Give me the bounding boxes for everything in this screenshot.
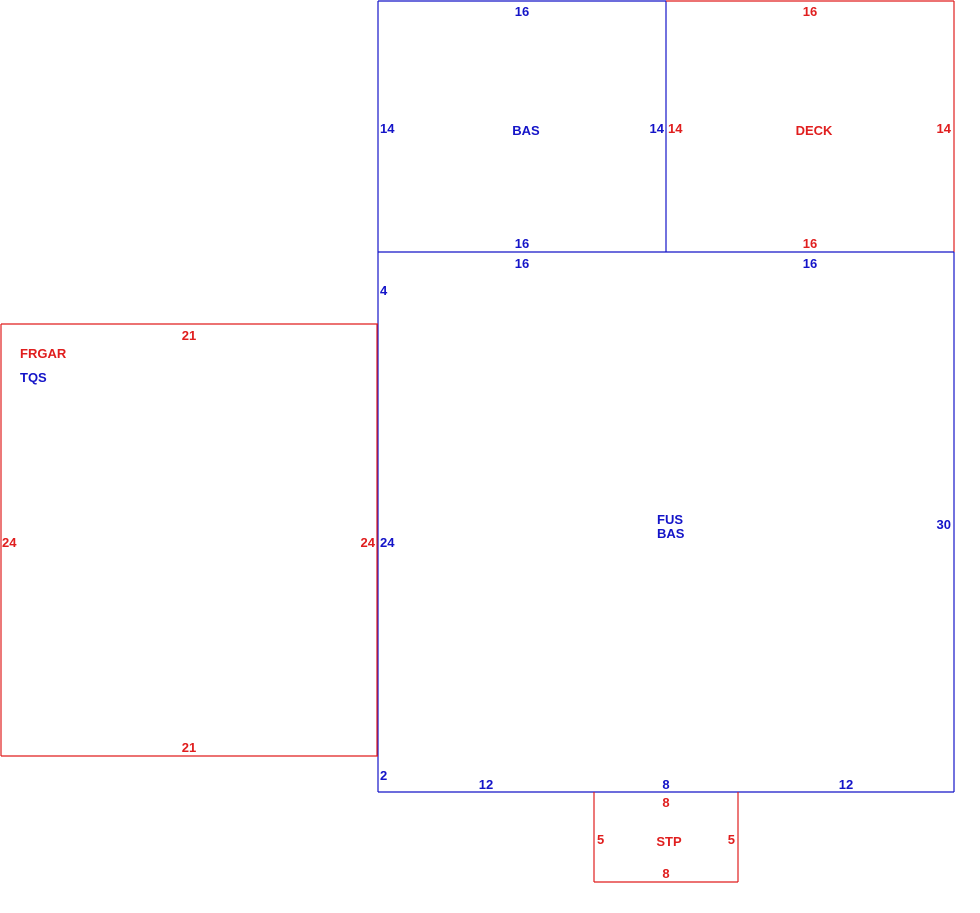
frgar-left-dim: 24	[2, 535, 17, 550]
frgar-area-sublabel: TQS	[20, 370, 47, 385]
frgar-right-dim: 24	[361, 535, 376, 550]
bas-upper-bottom-dim: 16	[515, 236, 529, 251]
fus-bas-bottom-left-dim: 12	[479, 777, 493, 792]
bas-upper-left-dim: 14	[380, 121, 395, 136]
frgar-top-dim: 21	[182, 328, 196, 343]
fus-bas-top-right-dim: 16	[803, 256, 817, 271]
sketch-segments	[0, 0, 955, 883]
frgar-bottom-dim: 21	[182, 740, 196, 755]
frgar-area-label: FRGAR	[20, 346, 67, 361]
deck-top-dim: 16	[803, 4, 817, 19]
deck-bottom-dim: 16	[803, 236, 817, 251]
frgar-labels: 21 24 24 21 FRGAR TQS	[2, 328, 376, 755]
stp-area-label: STP	[656, 834, 682, 849]
fus-bas-left-upper-dim: 4	[380, 283, 388, 298]
stp-labels: 8 5 5 8 STP	[597, 795, 735, 881]
bas-upper-labels: 16 14 14 16 BAS	[380, 4, 665, 251]
fus-bas-left-lower-dim: 2	[380, 768, 387, 783]
bas-upper-top-dim: 16	[515, 4, 529, 19]
fus-bas-bottom-right-dim: 12	[839, 777, 853, 792]
stp-bottom-dim: 8	[662, 866, 669, 881]
fus-bas-top-left-dim: 16	[515, 256, 529, 271]
stp-top-dim: 8	[662, 795, 669, 810]
fus-bas-labels: 16 16 4 24 2 30 12 8 12 FUS BAS	[380, 256, 951, 792]
deck-labels: 16 14 14 16 DECK	[668, 4, 952, 251]
fus-bas-area-label-2: BAS	[657, 526, 685, 541]
stp-right-dim: 5	[728, 832, 735, 847]
fus-bas-area-label-1: FUS	[657, 512, 683, 527]
deck-area-label: DECK	[796, 123, 833, 138]
fus-bas-right-dim: 30	[937, 517, 951, 532]
bas-upper-right-dim: 14	[650, 121, 665, 136]
stp-left-dim: 5	[597, 832, 604, 847]
fus-bas-bottom-middle-dim: 8	[662, 777, 669, 792]
fus-bas-left-middle-dim: 24	[380, 535, 395, 550]
deck-left-dim: 14	[668, 121, 683, 136]
bas-upper-area-label: BAS	[512, 123, 540, 138]
deck-right-dim: 14	[937, 121, 952, 136]
